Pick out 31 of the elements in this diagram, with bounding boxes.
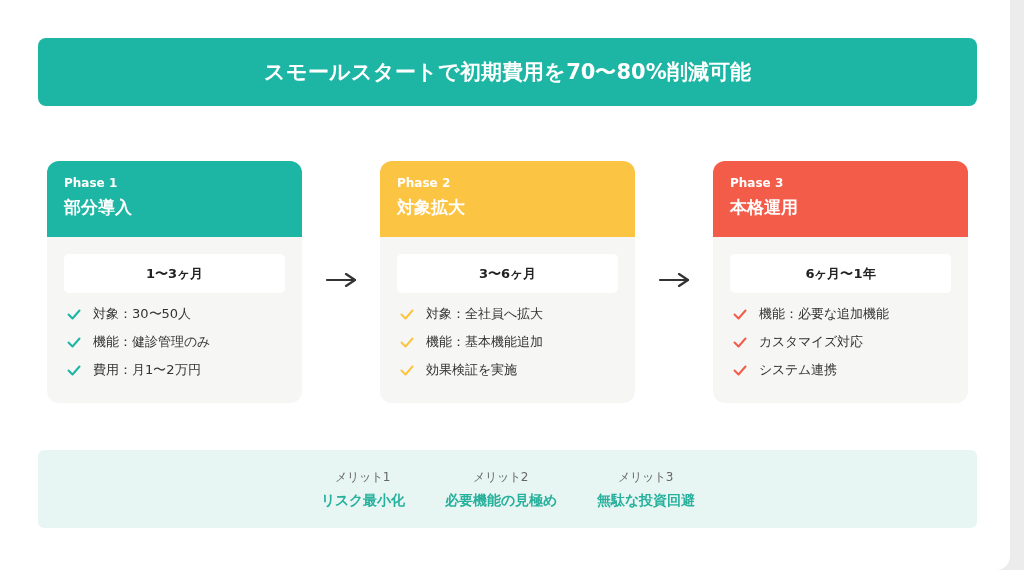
list-item-text: 対象：全社員へ拡大 xyxy=(426,305,543,323)
list-item-text: 費用：月1〜2万円 xyxy=(93,361,201,379)
phase-title: 部分導入 xyxy=(64,196,132,219)
duration-text: 6ヶ月〜1年 xyxy=(805,264,876,283)
merit-label: メリット3 xyxy=(617,468,674,486)
list-item-text: 機能：必要な追加機能 xyxy=(759,305,889,323)
list-item-text: カスタマイズ対応 xyxy=(759,333,863,351)
phase-card xyxy=(47,161,302,403)
phase-title: 本格運用 xyxy=(730,196,798,219)
title-text: スモールスタートで初期費用を70〜80%削減可能 xyxy=(264,59,751,86)
arrow xyxy=(325,272,357,288)
list-item-text: 機能：基本機能追加 xyxy=(426,333,543,351)
list-item-text: 対象：30〜50人 xyxy=(93,305,192,323)
phase-title: 対象拡大 xyxy=(397,196,465,219)
list-item-text: 効果検証を実施 xyxy=(426,361,517,379)
arrow xyxy=(658,272,690,288)
phase-card xyxy=(380,161,635,403)
merit-label: メリット1 xyxy=(334,468,391,486)
title-banner xyxy=(38,38,977,106)
list-item-text: システム連携 xyxy=(759,361,837,379)
duration-text: 1〜3ヶ月 xyxy=(145,264,204,283)
merit-value: 無駄な投資回避 xyxy=(596,491,695,510)
phase-label: Phase 3 xyxy=(730,176,784,190)
merit-value: 必要機能の見極め xyxy=(444,491,557,510)
phase-label: Phase 2 xyxy=(397,176,451,190)
duration-text: 3〜6ヶ月 xyxy=(478,264,537,283)
list-item-text: 機能：健診管理のみ xyxy=(93,333,210,351)
phase-card xyxy=(713,161,968,403)
phase-label: Phase 1 xyxy=(64,176,118,190)
merit-value: リスク最小化 xyxy=(320,491,405,510)
merit-label: メリット2 xyxy=(472,468,529,486)
